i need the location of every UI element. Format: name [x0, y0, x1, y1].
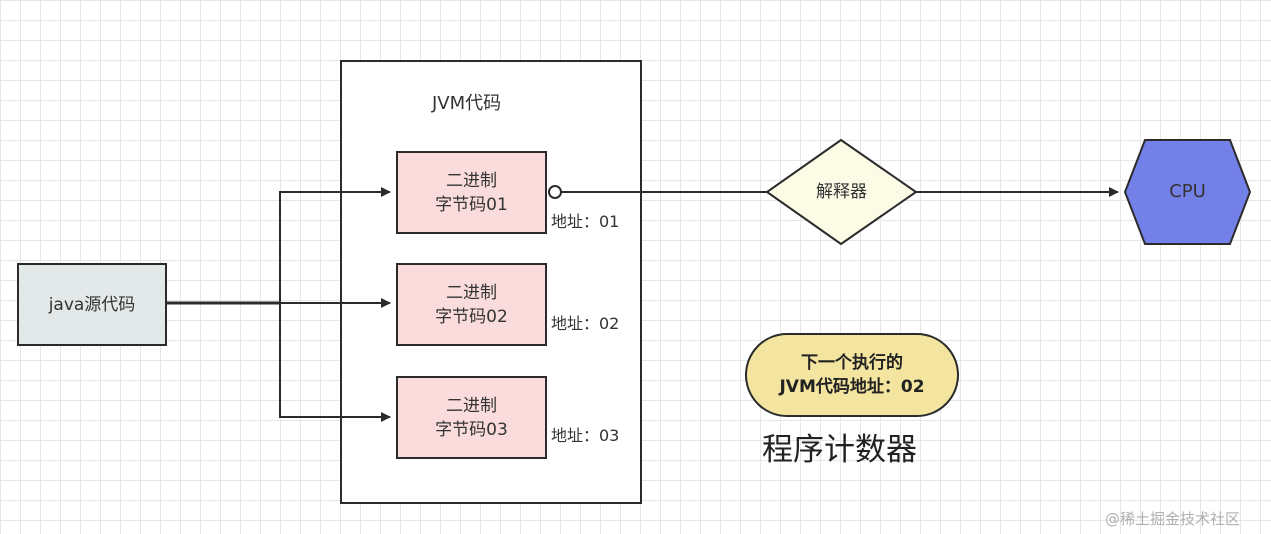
cpu-label-wrap: CPU: [1125, 140, 1250, 244]
bytecode-block-01-text: 二进制 字节码01: [397, 152, 546, 233]
address-label-03: 地址：03: [551, 426, 620, 445]
program-counter-pill[interactable]: [745, 333, 959, 417]
cpu-label: CPU: [1169, 181, 1206, 202]
bytecode-block-03-line1: 二进制: [446, 395, 497, 416]
cpu-hexagon[interactable]: [1123, 139, 1252, 245]
program-counter-label: 程序计数器: [762, 432, 917, 468]
address-label-02: 地址：02: [551, 314, 620, 333]
address-label-01: 地址：01: [551, 212, 620, 231]
interpreter-label: 解释器: [816, 182, 867, 202]
program-counter-line1: 下一个执行的: [801, 353, 903, 373]
bytecode-block-01-line1: 二进制: [446, 170, 497, 191]
interpreter-label-wrap: 解释器: [767, 140, 916, 244]
bytecode-block-02[interactable]: [396, 263, 547, 346]
java-source-box[interactable]: [17, 263, 167, 346]
java-source-label: java源代码: [48, 294, 136, 315]
program-counter-text: 下一个执行的 JVM代码地址：02: [746, 334, 958, 416]
connector-to-block-01: [279, 187, 391, 303]
bytecode-block-02-text: 二进制 字节码02: [397, 264, 546, 345]
program-counter-line2: JVM代码地址：02: [779, 377, 925, 397]
java-source-label-wrap: java源代码: [18, 264, 166, 345]
bytecode-block-02-line1: 二进制: [446, 282, 497, 303]
bytecode-block-01[interactable]: [396, 151, 547, 234]
bytecode-block-03[interactable]: [396, 376, 547, 459]
connector-origin-circle: [548, 185, 562, 199]
interpreter-diamond[interactable]: [765, 138, 918, 246]
bytecode-block-01-line2: 字节码01: [435, 194, 508, 215]
bytecode-block-03-text: 二进制 字节码03: [397, 377, 546, 458]
bytecode-block-03-line2: 字节码03: [435, 419, 508, 440]
connector-to-block-03: [279, 303, 391, 422]
bytecode-block-02-line2: 字节码02: [435, 306, 508, 327]
jvm-title: JVM代码: [432, 93, 502, 114]
watermark: @稀土掘金技术社区: [1105, 510, 1241, 528]
